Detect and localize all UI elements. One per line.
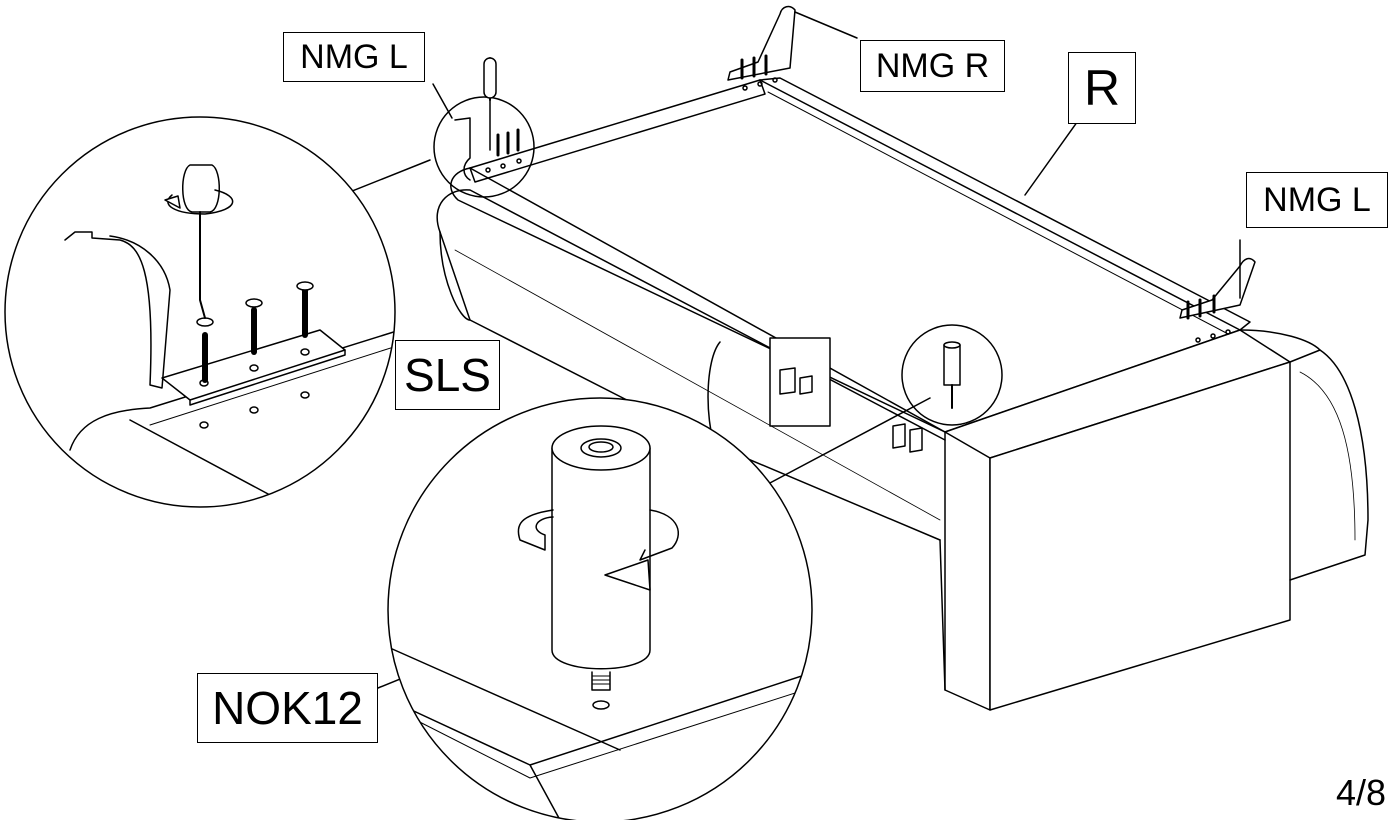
zoom-circle-left <box>4 116 396 508</box>
nmg-r-bracket <box>727 5 796 81</box>
leader-right-detail <box>767 397 931 485</box>
label-nok12: NOK12 <box>197 673 378 743</box>
label-sls: SLS <box>395 340 500 410</box>
cabinet <box>436 77 1369 711</box>
detail-circle-top <box>433 96 535 198</box>
label-nmg-l-right: NMG L <box>1246 172 1388 228</box>
leader-nmg-l-top <box>432 83 453 119</box>
label-r: R <box>1068 52 1136 124</box>
label-nmg-r: NMG R <box>860 40 1005 92</box>
page-number: 4/8 <box>1335 772 1386 813</box>
leader-nmg-r <box>794 11 858 39</box>
detail-circle-right <box>901 324 1003 426</box>
label-nmg-l-top: NMG L <box>283 32 425 82</box>
nmg-l-bracket-right <box>1179 257 1256 320</box>
leader-r <box>1024 117 1081 196</box>
